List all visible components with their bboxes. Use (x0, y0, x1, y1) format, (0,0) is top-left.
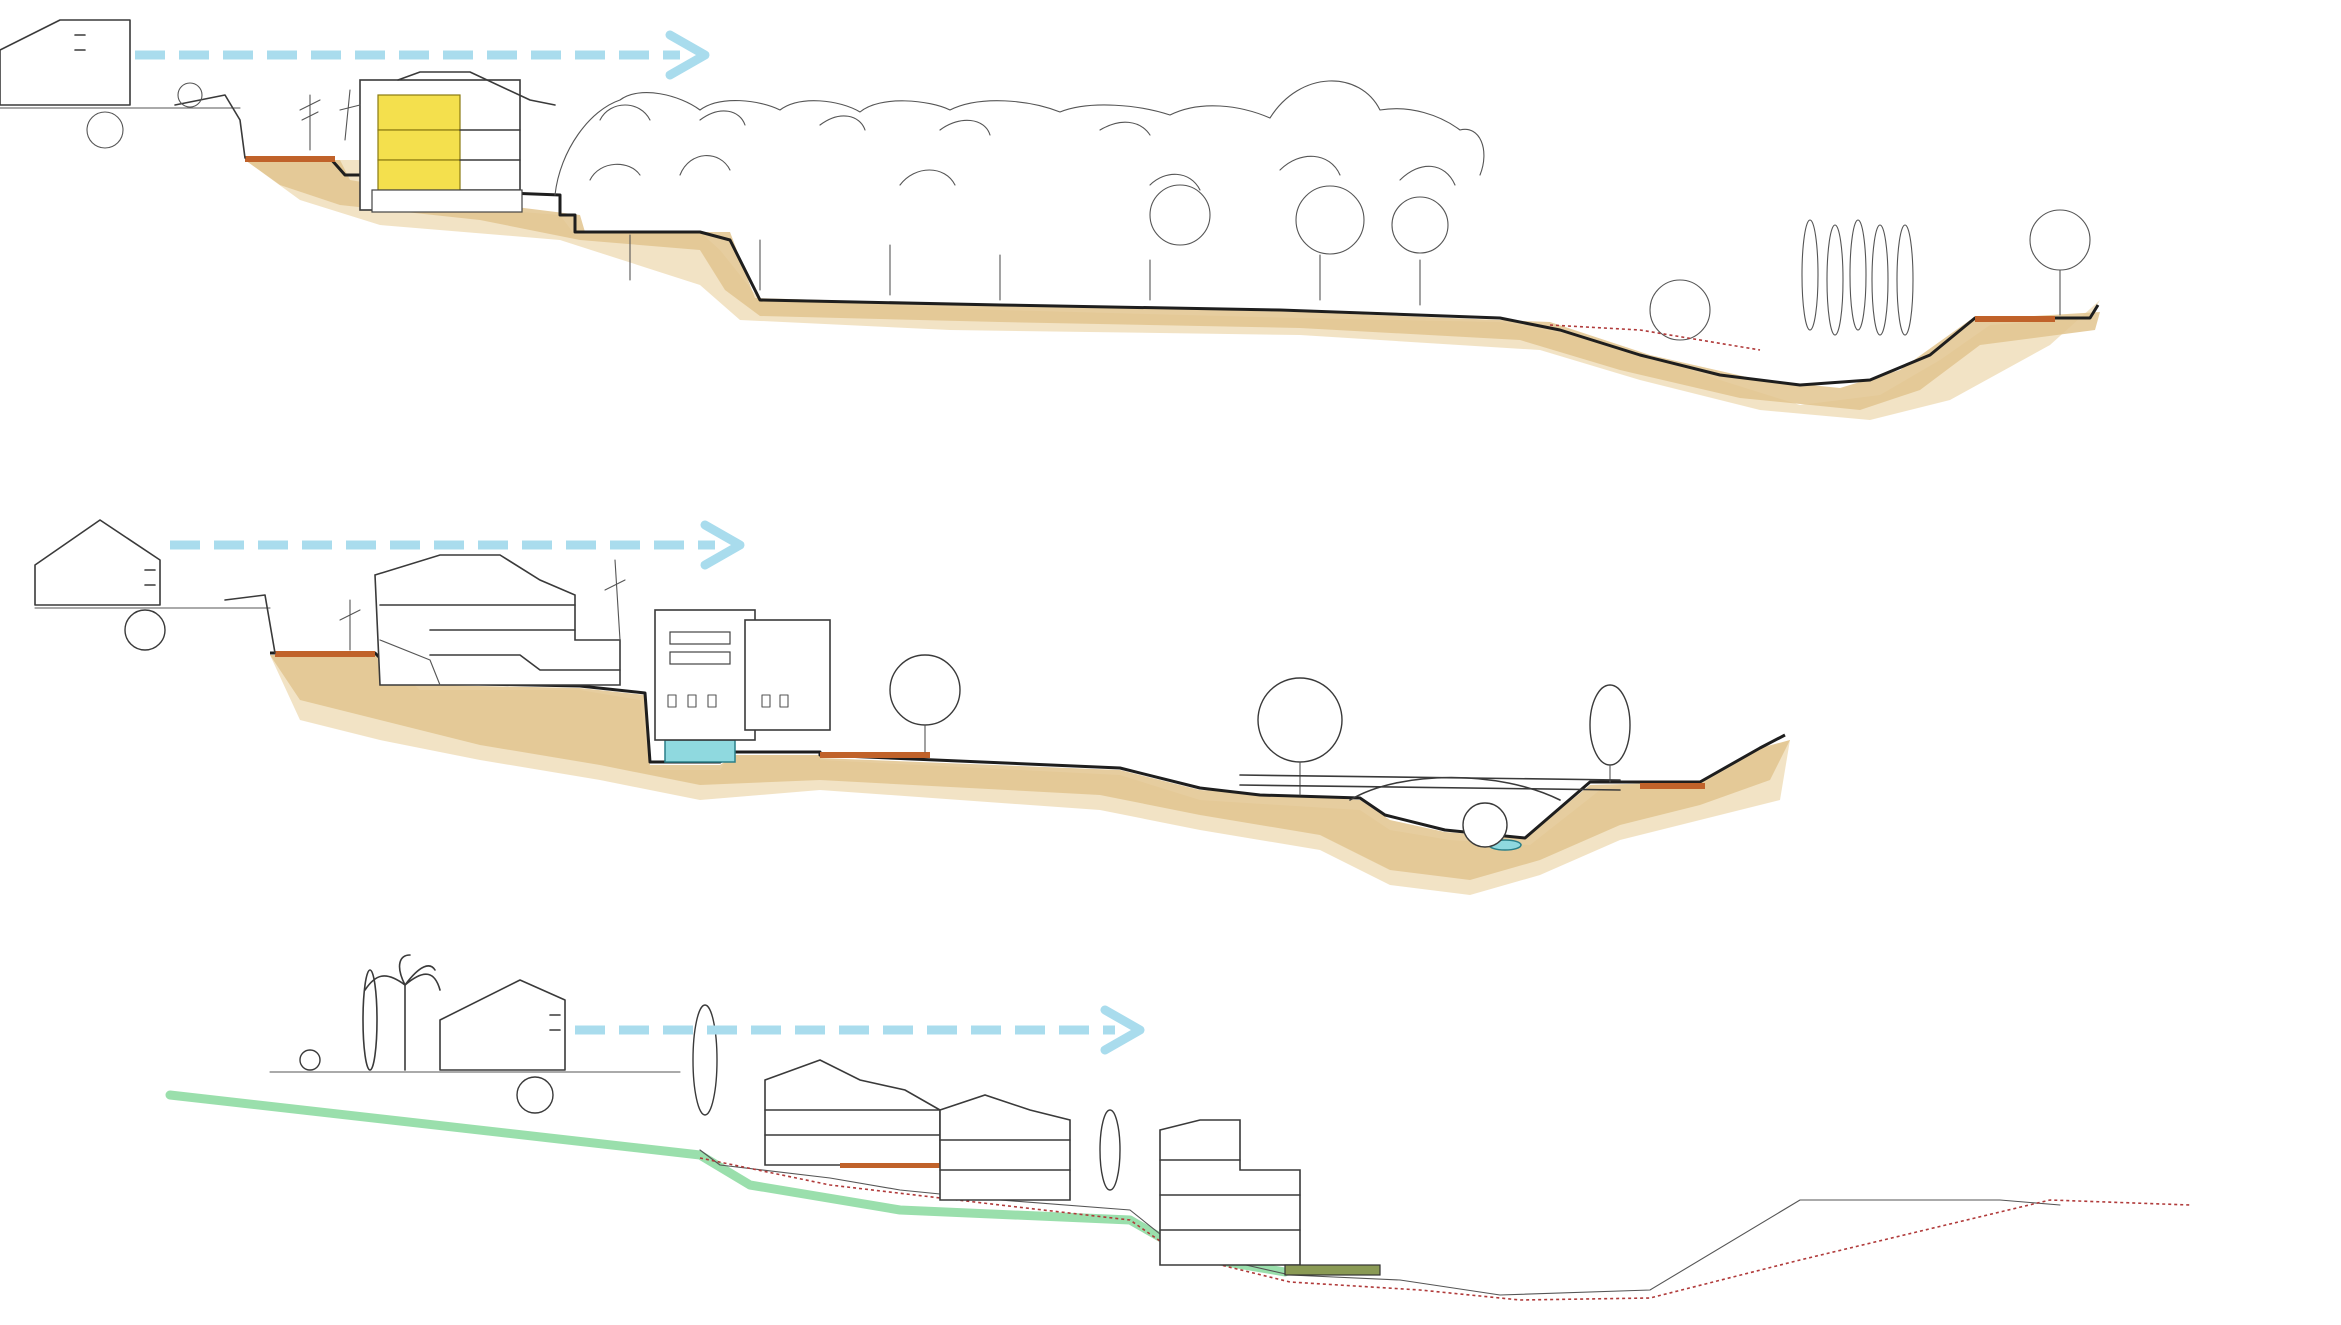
soil-mass (245, 160, 2100, 420)
highlighted-building (359, 71, 556, 213)
flow-arrow-bottom (575, 1005, 1145, 1055)
shrub (124, 609, 166, 651)
soil-band (245, 160, 2100, 410)
retaining-wall (174, 94, 246, 159)
soil-band (270, 655, 1790, 880)
existing-building (439, 979, 566, 1071)
lower-building (654, 609, 831, 741)
paving-right (1975, 316, 2055, 322)
flow-arrow-top (135, 30, 710, 80)
paving-mid (820, 752, 930, 758)
retaining-wall (224, 594, 276, 654)
flow-arrow-middle (170, 520, 745, 570)
trees-middle (339, 559, 1631, 796)
existing-building (34, 519, 161, 606)
palm-tree (362, 954, 441, 1071)
terraced-buildings (764, 1059, 1381, 1276)
paving-left (275, 651, 375, 657)
forest-canopy (554, 80, 1711, 341)
paving-right (1640, 783, 1705, 789)
paving-left (245, 156, 335, 162)
section-bottom (165, 954, 2191, 1301)
dashed-level-bottom (699, 1157, 2191, 1301)
section-middle (34, 519, 1790, 895)
terraced-building (374, 554, 621, 686)
water-pool (664, 739, 736, 763)
trees-left (86, 82, 361, 151)
existing-building (0, 19, 131, 106)
ground-line (245, 156, 2100, 387)
section-top (0, 19, 2100, 420)
bridge (1239, 774, 1621, 848)
shrubs-bottom (299, 1004, 1121, 1191)
poplar-trees (1801, 209, 2091, 336)
dashed-level-top (1549, 324, 1761, 351)
